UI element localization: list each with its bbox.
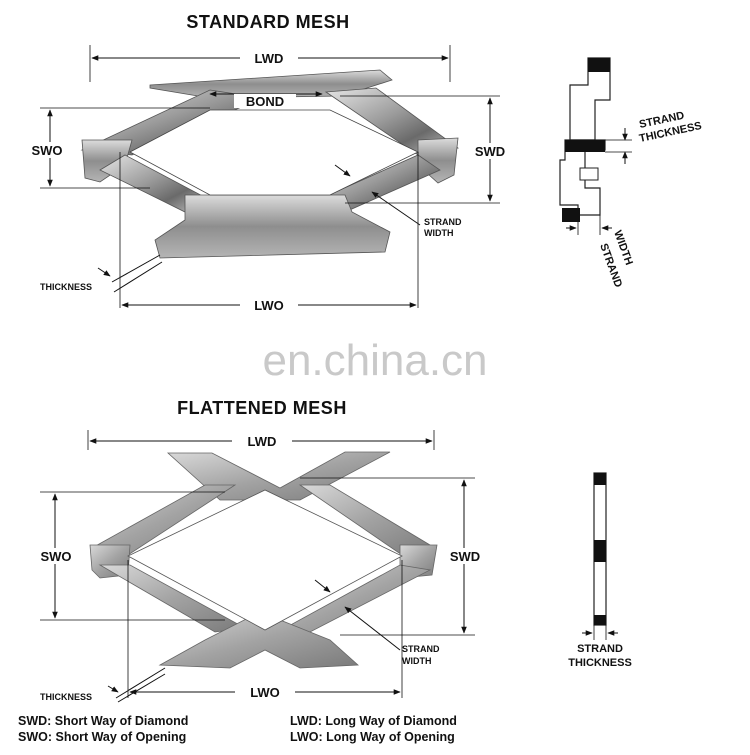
legend-lwo: LWO: Long Way of Opening — [290, 730, 455, 744]
standard-strand-width-label-1: STRAND — [424, 217, 462, 227]
standard-dimensions: LWD BOND SWO SWD LWO STRAND WIDTH THICKN… — [24, 45, 518, 313]
flattened-swd-label: SWD — [450, 549, 480, 564]
standard-section: STRAND THICKNESS STRAND WIDTH — [559, 57, 703, 289]
legend-swo: SWO: Short Way of Opening — [18, 730, 187, 744]
standard-mesh-shape — [80, 69, 459, 259]
flattened-opening — [127, 489, 403, 631]
standard-lwo-label: LWO — [254, 298, 284, 313]
legend-swd: SWD: Short Way of Diamond — [18, 714, 189, 728]
standard-lwd-label: LWD — [255, 51, 284, 66]
standard-right-upper-strand — [324, 87, 459, 156]
flattened-mesh-title: FLATTENED MESH — [177, 398, 347, 418]
flattened-lwo-label: LWO — [250, 685, 280, 700]
standard-strand-width-label-2: WIDTH — [424, 228, 454, 238]
flattened-dimensions: LWD SWO SWD LWO STRAND WIDTH THICKNESS — [28, 430, 494, 703]
standard-swo-label: SWO — [31, 143, 62, 158]
flattened-strand-thickness-label-1: STRAND — [577, 643, 623, 655]
standard-mesh-title: STANDARD MESH — [186, 12, 349, 32]
flattened-strand-thickness-label-2: THICKNESS — [568, 657, 632, 669]
flattened-mesh-shape — [89, 451, 438, 669]
flattened-strand-width-label-1: STRAND — [402, 644, 440, 654]
flattened-section: STRAND THICKNESS — [568, 472, 632, 669]
flattened-thickness-label: THICKNESS — [40, 692, 92, 702]
flattened-swo-label: SWO — [40, 549, 71, 564]
flattened-strand-width-label-2: WIDTH — [402, 656, 432, 666]
watermark: en.china.cn — [262, 336, 487, 385]
bond-label: BOND — [246, 94, 284, 109]
standard-bottom-bond — [154, 194, 391, 259]
standard-thickness-label: THICKNESS — [40, 282, 92, 292]
standard-swd-label: SWD — [475, 144, 505, 159]
flattened-lwd-label: LWD — [248, 434, 277, 449]
legend-lwd: LWD: Long Way of Diamond — [290, 714, 457, 728]
